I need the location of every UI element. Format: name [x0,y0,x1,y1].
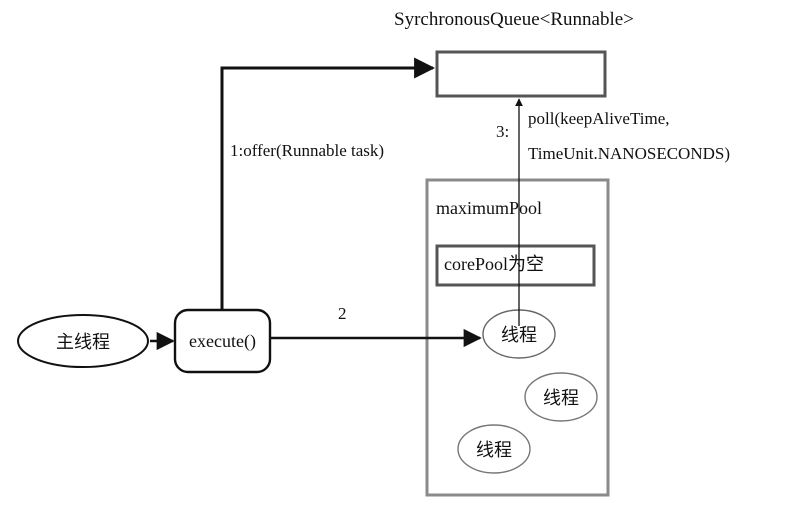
poll-step-number: 3: [496,122,510,141]
thread-ellipse-3 [457,424,531,474]
queue-title: SyrchronousQueue<Runnable> [394,9,634,30]
poll-edge-label-line1: poll(keepAliveTime, [528,109,670,128]
thread-label-3: 线程 [476,440,512,460]
arrow-offer-to-queue [220,57,436,310]
maximum-pool-label: maximumPool [436,198,543,218]
queue-box [435,50,607,98]
thread-label-1: 线程 [501,325,537,345]
main-thread-label: 主线程 [56,332,110,352]
execute-label: execute() [189,330,256,351]
core-pool-label: corePool为空 [444,254,544,274]
thread-label-2: 线程 [543,388,579,408]
thread-ellipse-2 [524,372,598,422]
core-pool-box [435,244,596,287]
main-thread-ellipse [17,314,149,368]
step-two-label: 2 [338,304,347,323]
poll-edge-label-line2: TimeUnit.NANOSECONDS) [528,144,730,163]
offer-edge-label: 1:offer(Runnable task) [230,141,385,160]
